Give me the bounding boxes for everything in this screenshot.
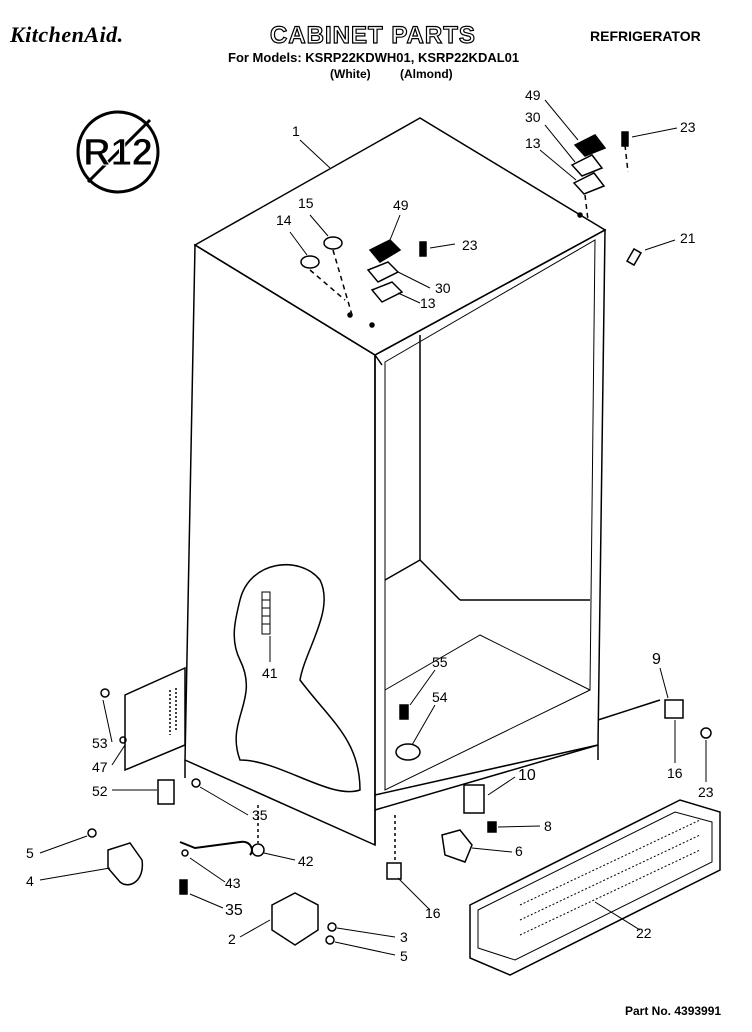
right-hinge-parts xyxy=(570,131,642,267)
appliance-type: REFRIGERATOR xyxy=(590,28,701,44)
left-lower-parts xyxy=(87,666,337,946)
callout-35-upper: 35 xyxy=(252,807,268,823)
callout-9: 9 xyxy=(652,651,661,668)
callout-35-lower: 35 xyxy=(225,902,243,919)
callout-23-right: 23 xyxy=(680,119,696,135)
leader-lines xyxy=(39,99,707,956)
page-title: CABINET PARTS xyxy=(269,21,476,49)
callout-4: 4 xyxy=(26,873,34,889)
cabinet xyxy=(184,117,661,847)
callout-8: 8 xyxy=(544,818,552,834)
callout-23: 23 xyxy=(462,237,478,253)
callout-1: 1 xyxy=(292,123,300,139)
finish-almond: (Almond) xyxy=(400,67,453,81)
brand-logo: KitchenAid. xyxy=(10,22,124,47)
callout-5-left: 5 xyxy=(26,845,34,861)
callout-55: 55 xyxy=(432,654,448,670)
finish-white: (White) xyxy=(330,67,371,81)
callout-49-right: 49 xyxy=(525,87,541,103)
callout-14: 14 xyxy=(276,212,292,228)
callout-21: 21 xyxy=(680,230,696,246)
callout-43: 43 xyxy=(225,875,241,891)
callout-49: 49 xyxy=(393,197,409,213)
callout-6: 6 xyxy=(515,843,523,859)
part-number: Part No. 4393991 xyxy=(625,1004,722,1018)
models-line: For Models: KSRP22KDWH01, KSRP22KDAL01 xyxy=(228,50,520,65)
callout-53: 53 xyxy=(92,735,108,751)
callout-16-lower: 16 xyxy=(425,905,441,921)
r12-badge-text: R12 xyxy=(83,132,153,174)
callout-23-lower: 23 xyxy=(698,784,714,800)
callout-3: 3 xyxy=(400,929,408,945)
right-lower-parts xyxy=(386,699,721,976)
callout-22: 22 xyxy=(636,925,652,941)
callout-30: 30 xyxy=(435,280,451,296)
callout-2: 2 xyxy=(228,931,236,947)
callout-54: 54 xyxy=(432,689,448,705)
callout-41: 41 xyxy=(262,665,278,681)
callout-52: 52 xyxy=(92,783,108,799)
callout-labels: 1 15 14 49 23 30 13 49 30 13 23 21 41 55… xyxy=(26,87,714,964)
callout-15: 15 xyxy=(298,195,314,211)
callout-13-right: 13 xyxy=(525,135,541,151)
callout-5-lower: 5 xyxy=(400,948,408,964)
callout-10: 10 xyxy=(518,767,536,784)
r12-badge: R12 xyxy=(76,110,160,194)
callout-16-right: 16 xyxy=(667,765,683,781)
callout-42: 42 xyxy=(298,853,314,869)
callout-13: 13 xyxy=(420,295,436,311)
callout-30-right: 30 xyxy=(525,109,541,125)
callout-47: 47 xyxy=(92,759,108,775)
center-hinge-parts xyxy=(300,236,427,328)
